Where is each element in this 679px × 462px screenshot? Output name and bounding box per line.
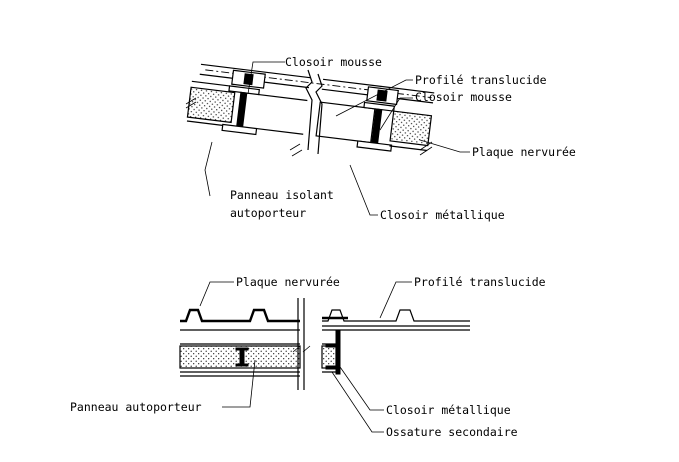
top-section-drawing (185, 61, 470, 216)
label-profile-translucide-bottom: Profilé translucide (414, 275, 546, 289)
break-line-left (305, 69, 313, 151)
label-ossature-secondaire: Ossature secondaire (386, 425, 518, 439)
i-beam-right (356, 101, 395, 152)
label-panneau-isolant-2: autoporteur (230, 206, 306, 220)
bottom-section-drawing (179, 281, 470, 433)
break-line-right (315, 73, 323, 155)
label-closoir-metallique-bottom: Closoir métallique (386, 403, 511, 417)
insulating-panel-left (186, 86, 236, 124)
metal-closure-bottom (335, 329, 341, 375)
i-beam-left (221, 85, 308, 136)
label-plaque-nervuree-bottom: Plaque nervurée (236, 275, 340, 289)
label-plaque-nervuree-top: Plaque nervurée (472, 145, 576, 159)
label-closoir-mousse-1: Closoir mousse (285, 55, 382, 69)
insulating-panel-right (389, 110, 433, 147)
ribbed-sheet-left (180, 308, 300, 323)
label-panneau-isolant-1: Panneau isolant (230, 188, 334, 202)
label-profile-translucide-top: Profilé translucide (415, 73, 547, 87)
translucent-profile-right (322, 309, 470, 322)
label-panneau-autoporteur: Panneau autoporteur (70, 400, 202, 414)
label-closoir-mousse-2: Closoir mousse (415, 90, 512, 104)
label-closoir-metallique-top: Closoir métallique (380, 208, 505, 222)
